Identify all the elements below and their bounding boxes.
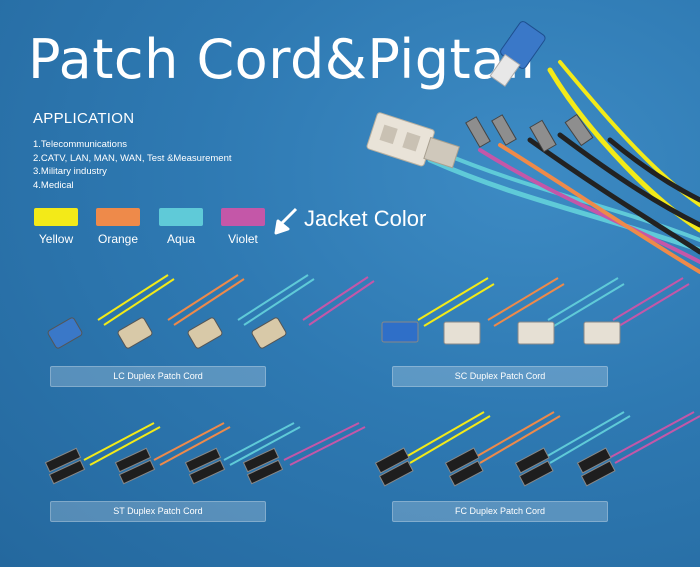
swatch-violet: Violet (208, 208, 278, 246)
fc-duplex-cord-image (374, 411, 700, 487)
jacket-color-label: Jacket Color (304, 206, 427, 231)
sc-duplex-label[interactable]: SC Duplex Patch Cord (392, 366, 608, 387)
fc-duplex-label[interactable]: FC Duplex Patch Cord (392, 501, 608, 522)
st-duplex-label[interactable]: ST Duplex Patch Cord (50, 501, 266, 522)
application-list: 1.Telecommunications 2.CATV, LAN, MAN, W… (33, 138, 232, 192)
st-duplex-cord-image (44, 422, 366, 485)
color-swatch (221, 208, 265, 226)
color-swatch (159, 208, 203, 226)
application-item: 4.Medical (33, 179, 74, 191)
application-heading: APPLICATION (33, 110, 135, 127)
application-item: 2.CATV, LAN, MAN, WAN, Test &Measurement (33, 152, 232, 164)
lc-duplex-cord-image (47, 274, 375, 349)
page-title: Patch Cord&Pigtail (28, 28, 536, 91)
swatch-label: Yellow (38, 232, 74, 246)
application-item: 3.Military industry (33, 166, 107, 177)
swatch-orange: Orange (83, 208, 153, 246)
color-swatch (34, 208, 78, 226)
lc-duplex-label[interactable]: LC Duplex Patch Cord (50, 366, 266, 387)
arrow-icon (274, 207, 298, 235)
swatch-label: Aqua (166, 232, 196, 246)
sc-duplex-cord-image (381, 277, 690, 345)
swatch-label: Violet (228, 232, 258, 246)
swatch-aqua: Aqua (146, 208, 216, 246)
application-item: 1.Telecommunications (33, 139, 127, 150)
swatch-yellow: Yellow (21, 208, 91, 246)
color-swatch (96, 208, 140, 226)
swatch-label: Orange (97, 232, 139, 246)
